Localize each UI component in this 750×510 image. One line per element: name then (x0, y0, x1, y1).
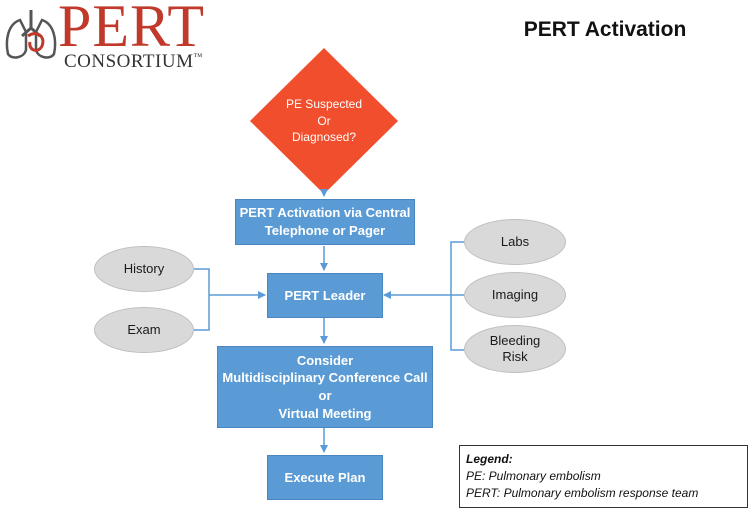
history-label: History (123, 260, 165, 276)
logo-subword-text: CONSORTIUM (64, 51, 194, 72)
bleeding-risk-oval: Bleeding Risk (464, 325, 566, 373)
execute-plan-box: Execute Plan (267, 455, 383, 500)
bleeding-risk-line: Bleeding (489, 332, 541, 348)
legend-item: PE: Pulmonary embolism (466, 468, 601, 483)
activation-line: PERT Activation via Central (239, 205, 411, 221)
consider-box: Consider Multidisciplinary Conference Ca… (217, 346, 433, 428)
connector-left-bracket (194, 268, 210, 331)
exam-label: Exam (127, 321, 161, 337)
consider-line: Consider (296, 352, 354, 368)
legend-box: Legend: PE: Pulmonary embolism PERT: Pul… (459, 445, 748, 508)
consider-line: or (318, 388, 332, 403)
activation-box: PERT Activation via Central Telephone or… (235, 199, 415, 245)
decision-line: PE Suspected (285, 96, 363, 111)
labs-oval: Labs (464, 219, 566, 265)
decision-line: Or (317, 113, 331, 128)
pert-leader-label: PERT Leader (284, 287, 366, 303)
consider-line: Multidisciplinary Conference Call (222, 370, 428, 386)
decision-diamond (250, 48, 398, 194)
activation-line: Telephone or Pager (264, 223, 386, 238)
connector-right-bracket (450, 241, 464, 351)
exam-oval: Exam (94, 307, 194, 353)
legend-title: Legend: (466, 452, 513, 466)
decision-label: PE Suspected Or Diagnosed? (272, 85, 376, 157)
imaging-label: Imaging (491, 286, 539, 302)
page-title: PERT Activation (523, 18, 687, 41)
consider-line: Virtual Meeting (278, 405, 372, 421)
labs-label: Labs (500, 233, 530, 249)
bleeding-risk-line: Risk (502, 349, 528, 364)
imaging-oval: Imaging (464, 272, 566, 318)
pert-leader-box: PERT Leader (267, 273, 383, 318)
trademark-symbol: ™ (193, 51, 203, 62)
logo-subword: CONSORTIUM™ (64, 52, 203, 71)
pert-consortium-logo: PERT CONSORTIUM™ (0, 0, 215, 80)
decision-line: Diagnosed? (291, 130, 357, 145)
history-oval: History (94, 246, 194, 292)
legend-item: PERT: Pulmonary embolism response team (466, 485, 699, 500)
execute-plan-label: Execute Plan (284, 469, 366, 485)
logo-word: PERT (58, 0, 206, 59)
lungs-icon (5, 10, 57, 59)
